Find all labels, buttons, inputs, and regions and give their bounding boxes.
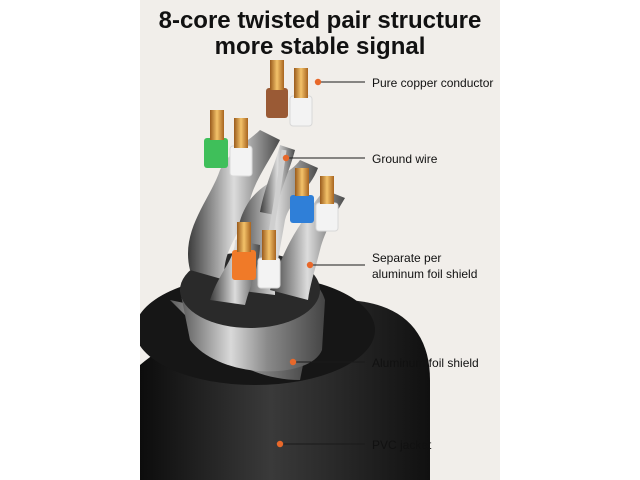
callout-conductor: Pure copper conductor xyxy=(372,76,494,90)
callout-ground-wire: Ground wire xyxy=(372,152,438,166)
callout-pair-shield: Separate per aluminum foil shield xyxy=(372,251,478,281)
orange-pair xyxy=(232,222,281,289)
blue-pair xyxy=(290,168,339,232)
headline: 8-core twisted pair structure more stabl… xyxy=(140,8,500,60)
headline-line-2: more stable signal xyxy=(214,33,426,60)
product-image-panel: 8-core twisted pair structure more stabl… xyxy=(140,0,500,480)
brown-pair xyxy=(266,60,313,127)
green-pair xyxy=(204,110,253,177)
callout-foil-shield: Aluminum foil shield xyxy=(372,356,479,370)
cable-illustration xyxy=(140,60,430,480)
callout-dots xyxy=(276,78,322,448)
callout-markers xyxy=(282,81,365,445)
callout-pvc-jacket: PVC jacket xyxy=(372,438,432,452)
headline-line-1: 8-core twisted pair structure xyxy=(158,7,482,34)
